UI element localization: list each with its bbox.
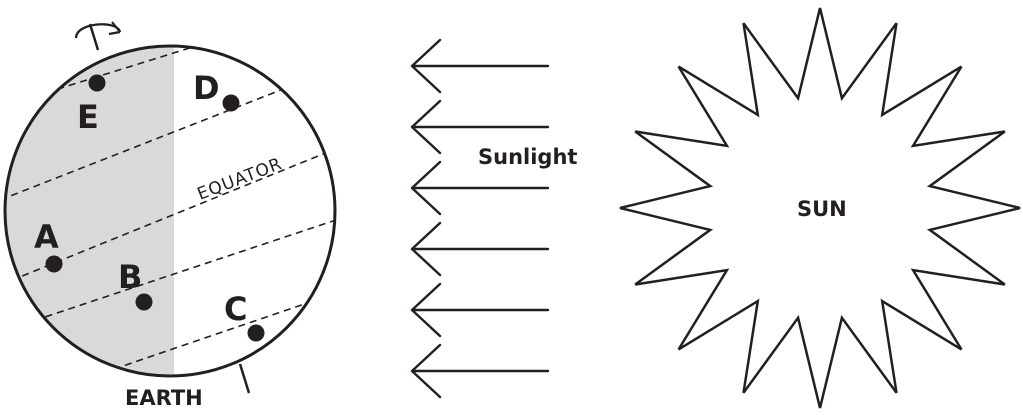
point-a-label: A xyxy=(34,218,59,256)
point-c-dot xyxy=(248,325,265,342)
point-b-label: B xyxy=(118,258,142,296)
point-d-label: D xyxy=(193,69,220,107)
sunlight-arrows xyxy=(412,40,548,397)
earth-axis-south xyxy=(240,364,249,393)
point-d-dot xyxy=(223,95,240,112)
rotation-arrow-icon xyxy=(76,22,120,38)
earth-night-side xyxy=(0,40,174,385)
sunlight-label: Sunlight xyxy=(478,145,577,169)
earth-axis-north xyxy=(90,24,98,50)
sunlight-arrow xyxy=(412,223,548,275)
point-b-dot xyxy=(136,294,153,311)
sunlight-arrow xyxy=(412,345,548,397)
point-c-label: C xyxy=(224,290,247,328)
sunlight-arrow xyxy=(412,40,548,92)
point-e-label: E xyxy=(77,98,99,136)
sunlight-arrow xyxy=(412,284,548,336)
point-e-dot xyxy=(89,75,106,92)
sun-label: SUN xyxy=(797,197,847,221)
earth-label: EARTH xyxy=(125,386,203,410)
latitude-line-e xyxy=(0,0,360,107)
point-a-dot xyxy=(46,256,63,273)
sunlight-arrow xyxy=(412,162,548,214)
earth: EQUATOR xyxy=(0,0,360,408)
equator-label: EQUATOR xyxy=(195,154,286,205)
